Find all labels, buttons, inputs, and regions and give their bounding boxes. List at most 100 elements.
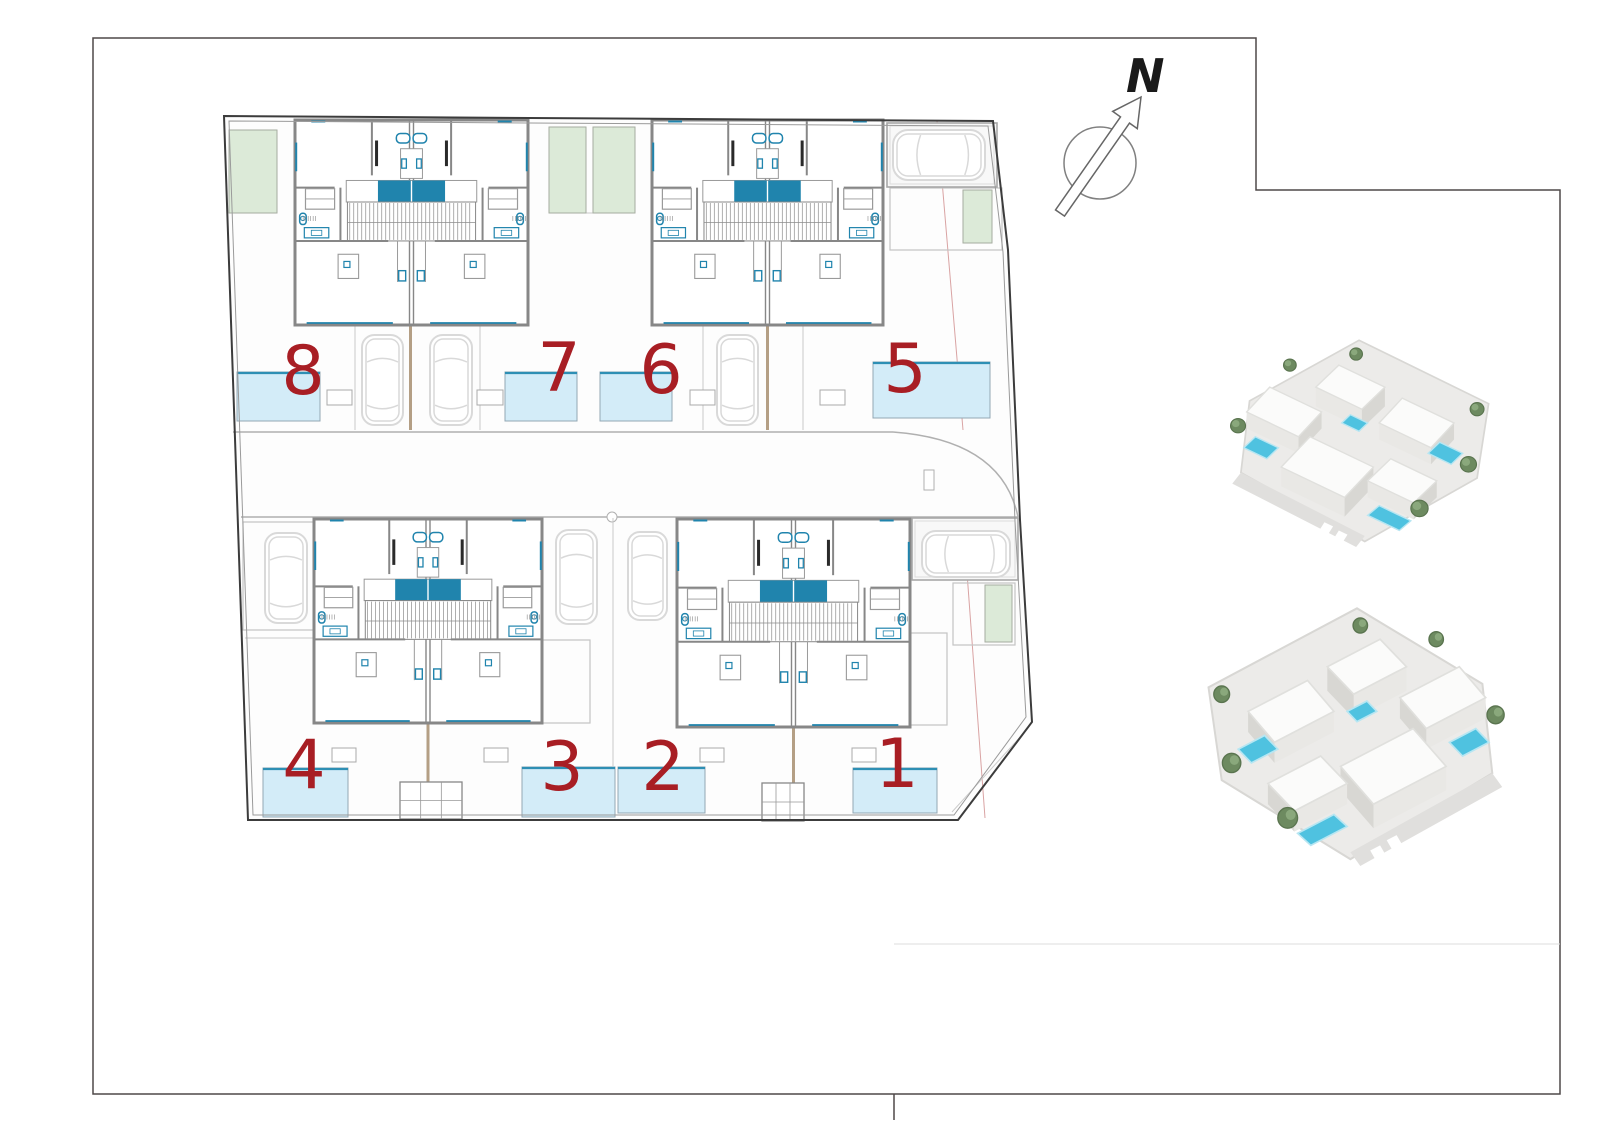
car-rear-window <box>721 404 754 410</box>
pools-layer <box>236 361 991 818</box>
villa-wall <box>1294 783 1348 832</box>
sink-icon <box>692 630 705 637</box>
unit-number-2: 2 <box>641 728 684 807</box>
terrace-step <box>819 389 846 406</box>
stairs <box>346 201 477 242</box>
green-area <box>962 189 993 244</box>
car-unit-2 <box>627 531 668 621</box>
car-body <box>429 334 473 426</box>
car-windshield <box>434 357 468 363</box>
car-body <box>631 535 664 617</box>
villa-wall <box>1379 422 1431 465</box>
unit-number-4: 4 <box>282 726 325 805</box>
car-rear-window <box>632 599 663 605</box>
pool-unit-5 <box>872 361 991 419</box>
car-rear-window <box>269 602 303 608</box>
fixture <box>779 671 789 683</box>
green-area <box>228 129 278 214</box>
wardrobe <box>400 148 423 179</box>
stairs <box>703 201 832 242</box>
car-body <box>559 533 594 621</box>
terrace-step <box>483 747 509 763</box>
render-pool <box>1366 504 1413 532</box>
building-units-8-7 <box>293 118 530 327</box>
door-mark <box>757 539 761 566</box>
fixture <box>725 661 733 670</box>
stair-void <box>734 180 767 202</box>
tree-highlight <box>1471 403 1479 411</box>
fixture <box>772 269 781 282</box>
stair-void <box>759 580 793 603</box>
car-rear-window <box>366 404 399 410</box>
stair-landing <box>345 179 478 203</box>
pool-unit-1 <box>852 767 938 814</box>
patio-wall <box>889 187 1003 251</box>
bed-icon <box>751 132 767 144</box>
car-rear-window <box>964 134 970 176</box>
car-windshield <box>944 535 950 573</box>
car-body <box>720 338 755 422</box>
car-windshield <box>721 357 754 363</box>
car-body <box>892 129 986 181</box>
sink-icon <box>667 229 679 236</box>
sink-icon <box>329 628 341 635</box>
car-unit-5 <box>892 129 986 181</box>
fixture <box>417 557 424 568</box>
stair-landing <box>727 579 860 603</box>
fixture <box>754 269 763 282</box>
villa-wall <box>1246 411 1299 454</box>
aerial-renders-layer <box>1207 339 1505 866</box>
fixture <box>757 158 764 169</box>
street-curb-curve <box>892 431 1019 518</box>
villa-roof <box>1280 435 1375 499</box>
car-body <box>896 133 982 177</box>
stair-void <box>428 579 461 601</box>
villa-wall <box>1426 697 1486 750</box>
aerial-render-2 <box>1207 607 1505 866</box>
fixture <box>414 668 423 680</box>
tree-highlight <box>1229 755 1239 765</box>
patio-wall <box>952 582 1016 646</box>
wardrobe <box>782 547 805 579</box>
sink-icon <box>500 229 513 236</box>
cars-layer <box>264 129 1011 625</box>
unit-number-1: 1 <box>875 725 918 804</box>
villa-roof <box>1246 679 1336 744</box>
car-unit-1 <box>921 530 1011 578</box>
fixture <box>343 260 351 269</box>
car-rear-window <box>434 404 468 410</box>
crossing-stripe <box>1370 845 1386 860</box>
terrace-step <box>851 747 877 763</box>
stair-void <box>412 180 446 202</box>
render-pool <box>1345 700 1379 723</box>
villa-roof <box>1339 727 1448 806</box>
fixture <box>699 260 708 269</box>
bed-icon <box>412 531 428 543</box>
tree-highlight <box>1232 419 1240 428</box>
car-unit-6 <box>716 334 759 426</box>
fixture <box>401 158 408 169</box>
building-units-2-1 <box>675 517 912 729</box>
car-body <box>268 536 304 620</box>
villa-wall <box>1367 480 1414 520</box>
building-units-4-3 <box>312 517 544 725</box>
villa-roof <box>1314 364 1387 411</box>
plot-boundary-layer <box>222 114 1034 821</box>
tree-highlight <box>1284 360 1292 367</box>
fixture <box>798 671 808 683</box>
sheet-frame <box>92 37 1561 1120</box>
terrace-step <box>326 389 353 406</box>
fixture <box>415 158 422 169</box>
street-manhole <box>606 511 618 523</box>
tree-highlight <box>1493 707 1503 717</box>
north-arrow-icon <box>1054 95 1142 218</box>
fixture <box>825 260 833 269</box>
bed-icon <box>395 132 411 144</box>
car-unit-8 <box>361 334 404 426</box>
car-body <box>555 529 598 625</box>
garden-layer <box>228 126 1013 822</box>
door-mark <box>800 140 804 167</box>
car-body <box>264 532 308 624</box>
unit-number-8: 8 <box>281 332 324 411</box>
